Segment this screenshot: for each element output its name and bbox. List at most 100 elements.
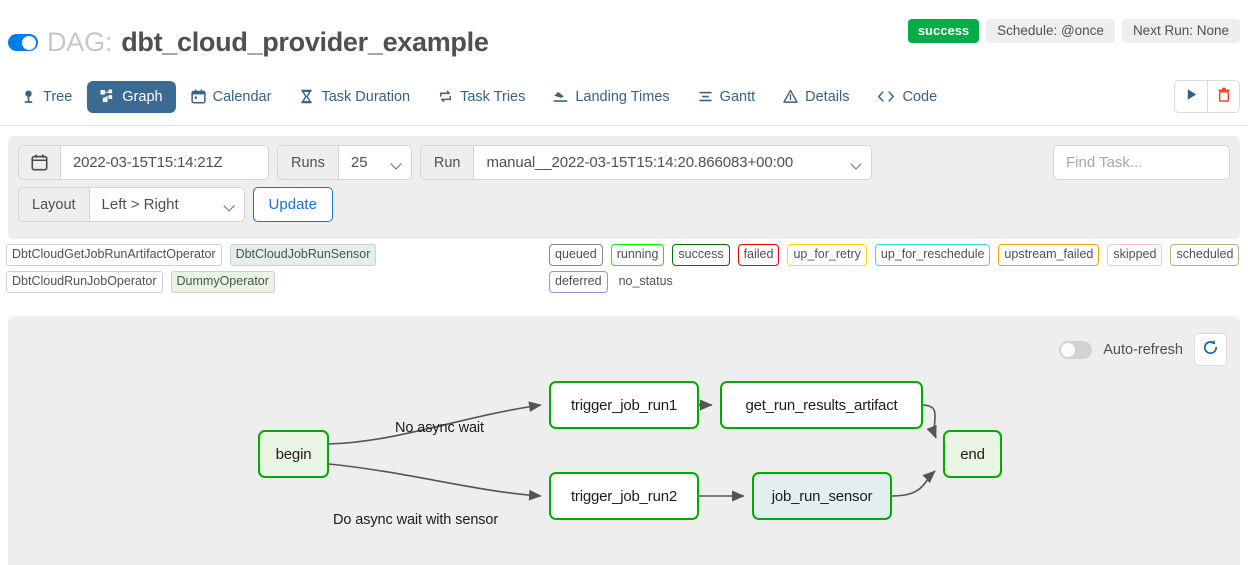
toolbar-row-1: 2022-03-15T15:14:21Z Runs 25 Run manual_… <box>18 145 1230 180</box>
code-icon <box>877 89 895 104</box>
layout-value: Left > Right <box>101 196 179 213</box>
dag-header: DAG: dbt_cloud_provider_example success … <box>0 0 1248 68</box>
refresh-icon <box>1202 339 1219 361</box>
state-legend-item: up_for_retry <box>787 244 867 266</box>
state-legend-item: running <box>610 244 665 266</box>
refresh-button[interactable] <box>1194 333 1227 366</box>
retry-icon <box>438 89 453 104</box>
graph-edges <box>328 399 937 502</box>
auto-refresh-toggle[interactable] <box>1059 340 1093 359</box>
task-node-label: begin <box>275 445 312 463</box>
delete-dag-button[interactable] <box>1207 80 1240 113</box>
execution-date-group: 2022-03-15T15:14:21Z <box>18 145 269 180</box>
run-value: manual__2022-03-15T15:14:20.866083+00:00 <box>486 154 794 171</box>
view-tabs: Tree Graph Calendar Task Duration Task T <box>8 80 950 113</box>
task-node-end[interactable]: end <box>943 430 1002 478</box>
search-input[interactable]: Find Task... <box>1053 145 1230 180</box>
graph-panel: Auto-refresh begin trigger_job_run1 <box>8 316 1240 565</box>
header-badges: success Schedule: @once Next Run: None <box>907 19 1240 43</box>
tab-label: Calendar <box>212 88 272 105</box>
task-node-label: end <box>960 445 985 463</box>
tree-icon <box>21 89 36 104</box>
dag-label: DAG: <box>47 27 113 57</box>
tab-calendar[interactable]: Calendar <box>178 81 285 113</box>
task-node-get-run-results-artifact[interactable]: get_run_results_artifact <box>720 381 923 429</box>
tab-label: Task Tries <box>460 88 526 105</box>
state-legend-item: queued <box>549 244 603 266</box>
runs-select[interactable]: 25 <box>338 145 412 180</box>
task-node-label: trigger_job_run1 <box>570 396 678 414</box>
task-node-label: trigger_job_run2 <box>570 487 678 505</box>
task-node-job-run-sensor[interactable]: job_run_sensor <box>752 472 892 520</box>
task-node-label: get_run_results_artifact <box>745 396 898 414</box>
tab-code[interactable]: Code <box>864 81 950 113</box>
state-legend-item: failed <box>737 244 780 266</box>
tab-landing-times[interactable]: Landing Times <box>540 81 682 113</box>
operator-legend-item: DbtCloudJobRunSensor <box>229 244 377 266</box>
layout-label: Layout <box>18 187 90 222</box>
calendar-icon[interactable] <box>18 145 61 180</box>
view-tabbar: Tree Graph Calendar Task Duration Task T <box>0 68 1248 126</box>
task-node-trigger-job-run2[interactable]: trigger_job_run2 <box>549 472 699 520</box>
execution-date-input[interactable]: 2022-03-15T15:14:21Z <box>61 145 269 180</box>
runs-value: 25 <box>350 154 368 171</box>
edge-label-no-async-wait: No async wait <box>395 420 484 436</box>
tab-gantt[interactable]: Gantt <box>685 81 768 113</box>
graph-canvas[interactable]: begin trigger_job_run1 get_run_results_a… <box>8 316 1240 565</box>
run-group: Run manual__2022-03-15T15:14:20.866083+0… <box>419 145 873 180</box>
toolbar-row-2: Layout Left > Right Update <box>18 187 1230 222</box>
tab-task-tries[interactable]: Task Tries <box>425 81 538 113</box>
status-badge: success <box>907 19 980 43</box>
runs-label: Runs <box>277 145 339 180</box>
trash-icon <box>1217 87 1231 107</box>
auto-refresh-label: Auto-refresh <box>1103 341 1183 358</box>
trigger-dag-button[interactable] <box>1174 80 1207 113</box>
state-legend-item: upstream_failed <box>998 244 1100 266</box>
operator-legend: DbtCloudGetJobRunArtifactOperator DbtClo… <box>6 244 536 293</box>
graph-legend: DbtCloudGetJobRunArtifactOperator DbtClo… <box>0 239 1248 295</box>
state-legend-item: scheduled <box>1170 244 1240 266</box>
next-run-badge: Next Run: None <box>1121 19 1240 43</box>
state-legend-item: deferred <box>549 270 608 293</box>
task-node-trigger-job-run1[interactable]: trigger_job_run1 <box>549 381 699 429</box>
tab-label: Graph <box>122 88 163 105</box>
run-select[interactable]: manual__2022-03-15T15:14:20.866083+00:00 <box>474 145 873 180</box>
tab-task-duration[interactable]: Task Duration <box>286 81 423 113</box>
tab-details[interactable]: Details <box>770 81 862 113</box>
tab-graph[interactable]: Graph <box>87 80 176 113</box>
graph-controls: Auto-refresh <box>1059 333 1227 366</box>
tab-label: Code <box>902 88 938 105</box>
graph-icon <box>100 89 115 104</box>
dag-toolbar: 2022-03-15T15:14:21Z Runs 25 Run manual_… <box>8 136 1240 239</box>
tab-label: Details <box>805 88 850 105</box>
tab-tree[interactable]: Tree <box>8 81 85 113</box>
play-icon <box>1185 88 1198 106</box>
hourglass-icon <box>299 89 314 104</box>
state-legend-item: skipped <box>1107 244 1163 266</box>
dag-action-buttons <box>1174 80 1240 113</box>
operator-legend-item: DbtCloudRunJobOperator <box>6 270 163 293</box>
tab-label: Landing Times <box>575 88 670 105</box>
layout-select[interactable]: Left > Right <box>89 187 245 222</box>
gantt-icon <box>698 89 713 104</box>
triangle-icon <box>783 89 798 104</box>
tab-label: Gantt <box>719 88 756 105</box>
state-legend-item: success <box>672 244 730 266</box>
dag-title-row: DAG: dbt_cloud_provider_example <box>8 27 489 58</box>
schedule-badge: Schedule: @once <box>986 19 1115 43</box>
task-node-begin[interactable]: begin <box>258 430 329 478</box>
layout-group: Layout Left > Right <box>18 187 245 222</box>
dag-pause-toggle[interactable] <box>8 34 38 51</box>
tab-label: Task Duration <box>321 88 411 105</box>
page-title: dbt_cloud_provider_example <box>121 27 489 57</box>
operator-legend-item: DbtCloudGetJobRunArtifactOperator <box>6 244 222 266</box>
landing-icon <box>553 89 568 104</box>
state-legend-no-status: no_status <box>618 273 673 288</box>
state-legend: queued running success failed up_for_ret… <box>549 244 1244 293</box>
run-label: Run <box>419 145 475 180</box>
calendar-icon <box>190 89 206 104</box>
tab-label: Tree <box>43 88 73 105</box>
update-button[interactable]: Update <box>252 187 333 222</box>
task-node-label: job_run_sensor <box>771 487 873 505</box>
state-legend-item: up_for_reschedule <box>874 244 991 266</box>
